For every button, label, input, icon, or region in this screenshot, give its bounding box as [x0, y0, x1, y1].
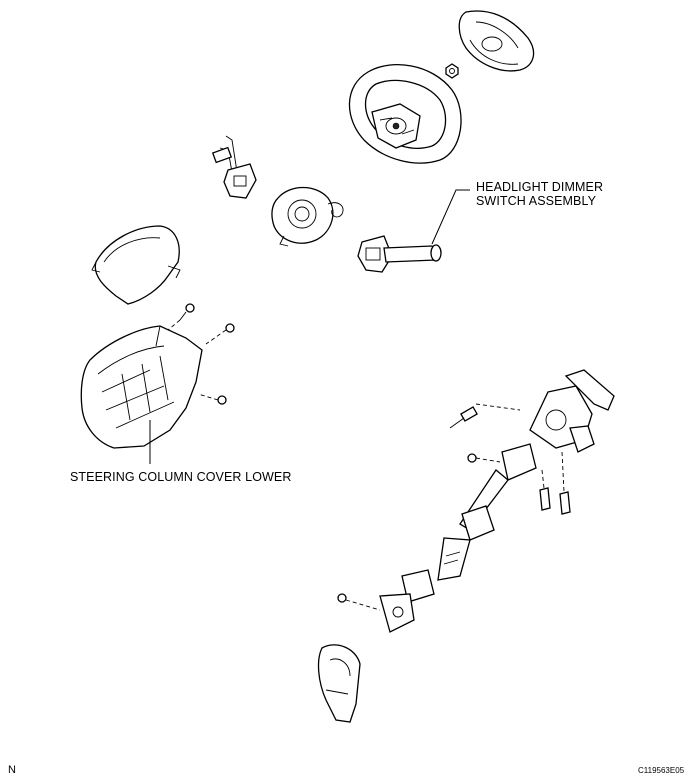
corner-n-label: N	[8, 764, 16, 776]
steering-column-assembly	[379, 369, 615, 633]
column-fasteners	[337, 403, 571, 611]
steering-column-cover-upper	[91, 225, 181, 305]
steering-pad	[458, 10, 535, 72]
headlight-dimmer-label-line1: HEADLIGHT DIMMER	[476, 180, 604, 194]
steering-wheel	[348, 64, 462, 164]
spiral-cable	[271, 186, 344, 247]
steering-column-cover-lower	[80, 325, 203, 449]
steering-column-hole-cover	[317, 644, 361, 723]
cover-screws	[167, 303, 235, 405]
headlight-dimmer-label-line2: SWITCH ASSEMBLY	[476, 194, 597, 208]
figure-code-label: C119563E05	[638, 766, 685, 775]
steering-column-cover-lower-label: STEERING COLUMN COVER LOWER	[70, 470, 292, 484]
headlight-leader-line	[431, 189, 470, 245]
steering-nut	[445, 63, 459, 79]
turn-signal-switch	[211, 135, 257, 199]
headlight-dimmer-switch	[357, 235, 442, 273]
